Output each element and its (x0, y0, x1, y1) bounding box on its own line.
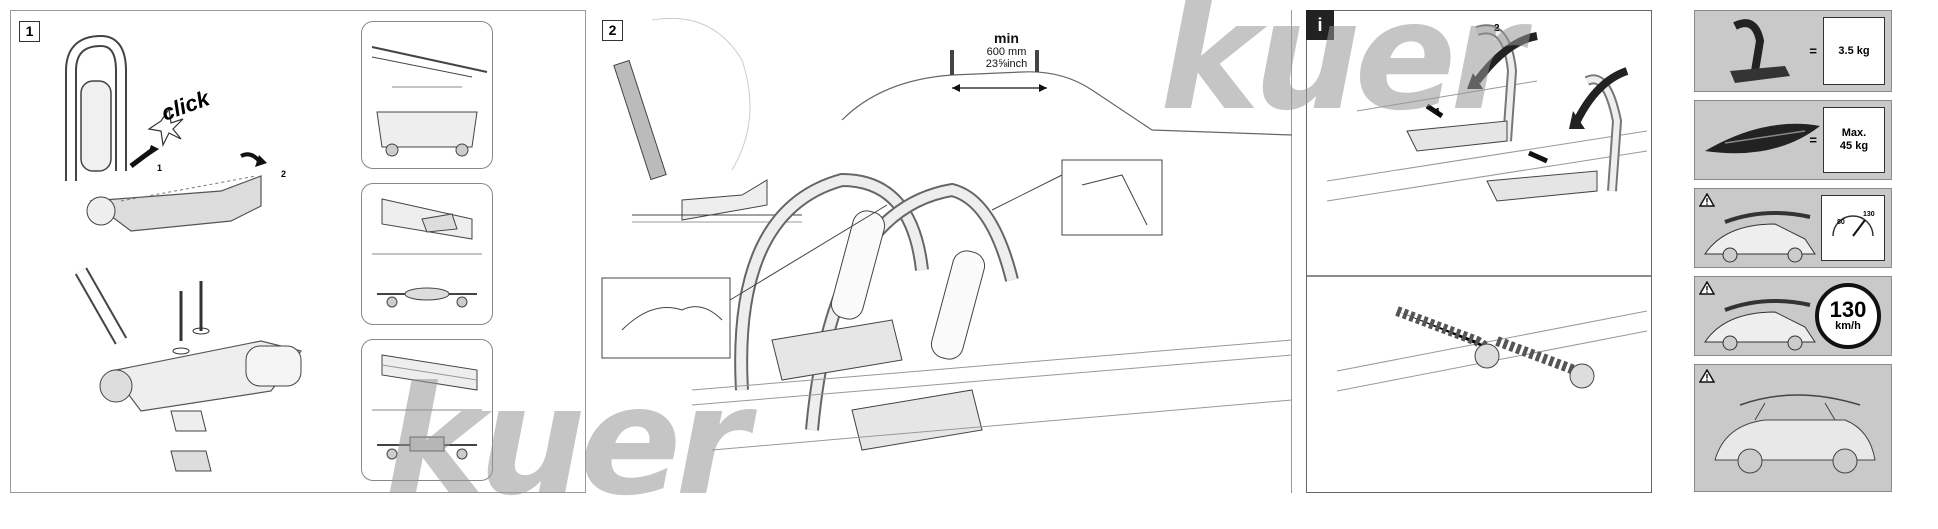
step-2-illustration (601, 17, 1292, 451)
carrier-weight-card: = 3.5 kg (1694, 10, 1892, 92)
speed-unit: km/h (1835, 320, 1861, 332)
info-tag-letter: i (1317, 15, 1323, 35)
car-side-view-icon (1714, 394, 1876, 474)
rotate-arrow-2-icon (1573, 67, 1629, 123)
step-1-illustration (65, 34, 303, 472)
car-outline (841, 71, 1292, 136)
warning-icon (1699, 369, 1715, 383)
dial-high: 130 (1863, 211, 1875, 218)
carrier-icon (1730, 19, 1790, 83)
equals-sign: = (1809, 132, 1817, 148)
warning-icon (1699, 281, 1715, 295)
info-arrow-1-label: 1 (1435, 107, 1441, 118)
step-2-panel: 2 min 600 mm 23⅝inch (592, 10, 1292, 493)
info-illustration (1307, 24, 1651, 392)
weight-box: 3.5 kg (1823, 17, 1885, 85)
carrier-base (89, 175, 262, 232)
load-max-label: Max. (1841, 127, 1867, 139)
upright-pad (613, 59, 667, 181)
speed-value: 130 (1829, 297, 1867, 322)
step-1-panel: 1 click 1 2 (10, 10, 586, 493)
dial-low: 80 (1837, 219, 1845, 226)
min-mm: 600 mm (986, 46, 1027, 58)
step-number: 2 (602, 20, 623, 41)
weight-value: 3.5 kg (1838, 44, 1870, 57)
detail-box-1 (361, 21, 493, 169)
equals-sign: = (1809, 43, 1817, 59)
min-title: min (994, 30, 1019, 46)
kayak-icon (1705, 123, 1820, 154)
arrow-1-label: 1 (157, 163, 163, 173)
min-distance-label: min 600 mm 23⅝inch (959, 30, 1054, 70)
car-with-kayak-icon (1704, 299, 1816, 351)
car-profile-warning-card (1694, 364, 1892, 492)
t-nut-icon (170, 450, 212, 472)
load-limit-card: = Max.45 kg (1694, 100, 1892, 180)
strap-inset (601, 277, 731, 359)
step-number: 1 (19, 21, 40, 42)
arrow-2-label: 2 (281, 169, 287, 179)
speedometer-icon: 80 130 (1832, 211, 1875, 237)
min-inch: 23⅝inch (985, 58, 1028, 70)
info-panel: i 2 1 (1306, 10, 1652, 493)
detail-box-2 (361, 183, 493, 325)
kayak-outline (651, 17, 751, 171)
info-arrow-2-label: 2 (1494, 23, 1500, 34)
load-box: Max.45 kg (1823, 107, 1885, 173)
foam-pad (80, 80, 112, 172)
rotate-arrow-1-icon (1473, 32, 1538, 84)
straps-warning-card: 80 130 (1694, 188, 1892, 268)
car-with-kayak-icon (1704, 211, 1816, 263)
speed-dial-box: 80 130 (1821, 195, 1885, 261)
info-tag: i (1306, 10, 1334, 40)
detail-box-3 (361, 339, 493, 481)
click-burst-icon (147, 107, 184, 147)
arrow-2-icon (240, 152, 261, 163)
warning-icon (1699, 193, 1715, 207)
arrow-1-icon (129, 149, 153, 168)
detail-inset (1061, 159, 1163, 236)
load-value: 45 kg (1839, 140, 1869, 152)
